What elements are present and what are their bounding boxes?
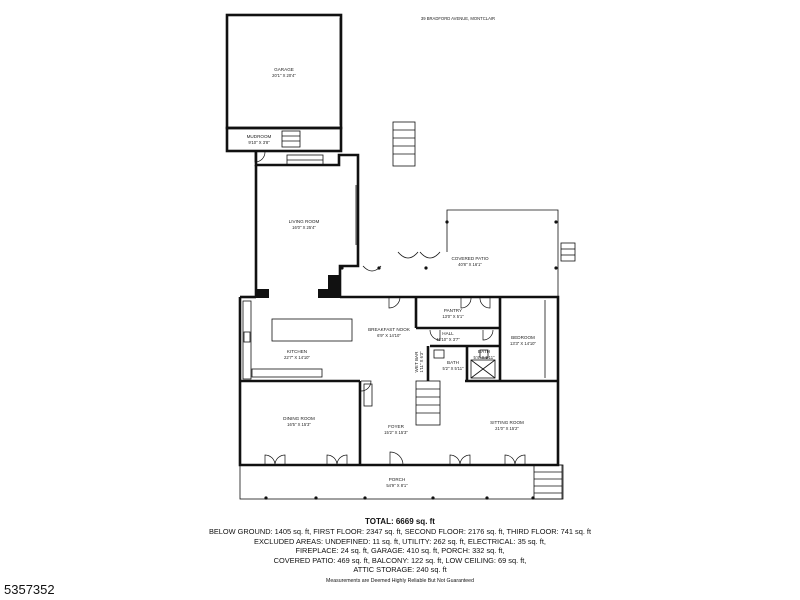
room-dim-covered-patio: 40'8" X 16'1" [458, 262, 482, 267]
room-name-pantry: PANTRY [444, 308, 462, 313]
room-name-foyer: FOYER [388, 424, 405, 429]
living-room-walls [254, 152, 360, 297]
room-dim-foyer: 15'2" X 15'3" [384, 430, 408, 435]
porch-stairs [533, 464, 563, 500]
area-line: ATTIC STORAGE: 240 sq. ft [353, 565, 447, 575]
exterior-stairs-upper [392, 121, 416, 167]
room-name-breakfast-nook: BREAKFAST NOOK [368, 327, 411, 332]
room-name-wet-bar: WET BAR [414, 351, 419, 373]
room-dim-porch: 54'9" X 8'1" [386, 483, 408, 488]
room-dim-mudroom: 9'10" X 3'8" [248, 140, 270, 145]
kitchen-sink [243, 331, 251, 343]
room-name-porch: PORCH [389, 477, 406, 482]
room-name-kitchen: KITCHEN [287, 349, 307, 354]
room-dim-garage: 20'1" X 20'4" [272, 73, 296, 78]
room-dim-bedroom: 13'3" X 14'10" [510, 341, 537, 346]
room-name-sitting-room: SITTING ROOM [490, 420, 524, 425]
room-dim-kitchen: 22'7" X 14'10" [284, 355, 311, 360]
room-name-dining-room: DINING ROOM [283, 416, 315, 421]
room-name-mudroom: MUDROOM [247, 134, 272, 139]
address-label: 39 BRADFORD AVENUE, MONTCLAIR [421, 16, 495, 21]
room-name-hall: HALL [442, 331, 454, 336]
area-breakdown: BELOW GROUND: 1405 sq. ft, FIRST FLOOR: … [0, 527, 800, 575]
room-name-bath-1: BATH [447, 360, 459, 365]
buffet [363, 383, 373, 407]
area-line: COVERED PATIO: 469 sq. ft, BALCONY: 122 … [273, 555, 527, 565]
area-line: BELOW GROUND: 1405 sq. ft, FIRST FLOOR: … [208, 527, 592, 536]
covered-patio-outline [339, 209, 559, 298]
room-dim-sitting-room: 21'0" X 15'2" [495, 426, 519, 431]
mudroom-walls [225, 126, 343, 153]
interior-stairs [415, 380, 441, 426]
total-area: TOTAL: 6669 sq. ft [365, 517, 435, 526]
room-dim-pantry: 13'0" X 5'1" [442, 314, 464, 319]
kitchen-island [271, 318, 353, 342]
room-dim-bath-1: 5'2" X 5'11" [442, 366, 464, 371]
room-name-covered-patio: COVERED PATIO [451, 256, 489, 261]
patio-stairs [560, 242, 576, 262]
room-dim-dining-room: 16'5" X 15'3" [287, 422, 311, 427]
room-name-bedroom: BEDROOM [511, 335, 535, 340]
kitchen-counter-bottom [251, 368, 323, 378]
kitchen-counter [242, 300, 252, 380]
walls [225, 13, 560, 467]
room-labels: GARAGE 20'1" X 20'4" MUDROOM 9'10" X 3'8… [247, 67, 537, 488]
room-name-living-room: LIVING ROOM [289, 219, 320, 224]
area-line: FIREPLACE: 24 sq. ft, GARAGE: 410 sq. ft… [295, 546, 505, 556]
doors [254, 151, 526, 466]
porch-outline [239, 464, 564, 500]
room-dim-bath-2: 5'4" X 5'11" [473, 355, 495, 360]
bathtub [470, 359, 496, 379]
room-dim-breakfast-nook: 6'9" X 14'10" [377, 333, 401, 338]
thin-features [226, 18, 576, 500]
mudroom-stairs [281, 130, 301, 148]
columns [255, 220, 558, 500]
room-name-garage: GARAGE [274, 67, 294, 72]
room-name-bath-2: BATH [478, 349, 490, 354]
listing-id: 5357352 [4, 582, 55, 597]
disclaimer: Measurements are Deemed Highly Reliable … [326, 578, 474, 584]
area-line: EXCLUDED AREAS: UNDEFINED: 11 sq. ft, UT… [254, 536, 546, 546]
room-dim-living-room: 16'0" X 25'4" [292, 225, 316, 230]
room-dim-hall: 11'10" X 3'7" [436, 337, 460, 342]
room-dim-wet-bar: 1'11" X 6'3" [419, 351, 424, 373]
